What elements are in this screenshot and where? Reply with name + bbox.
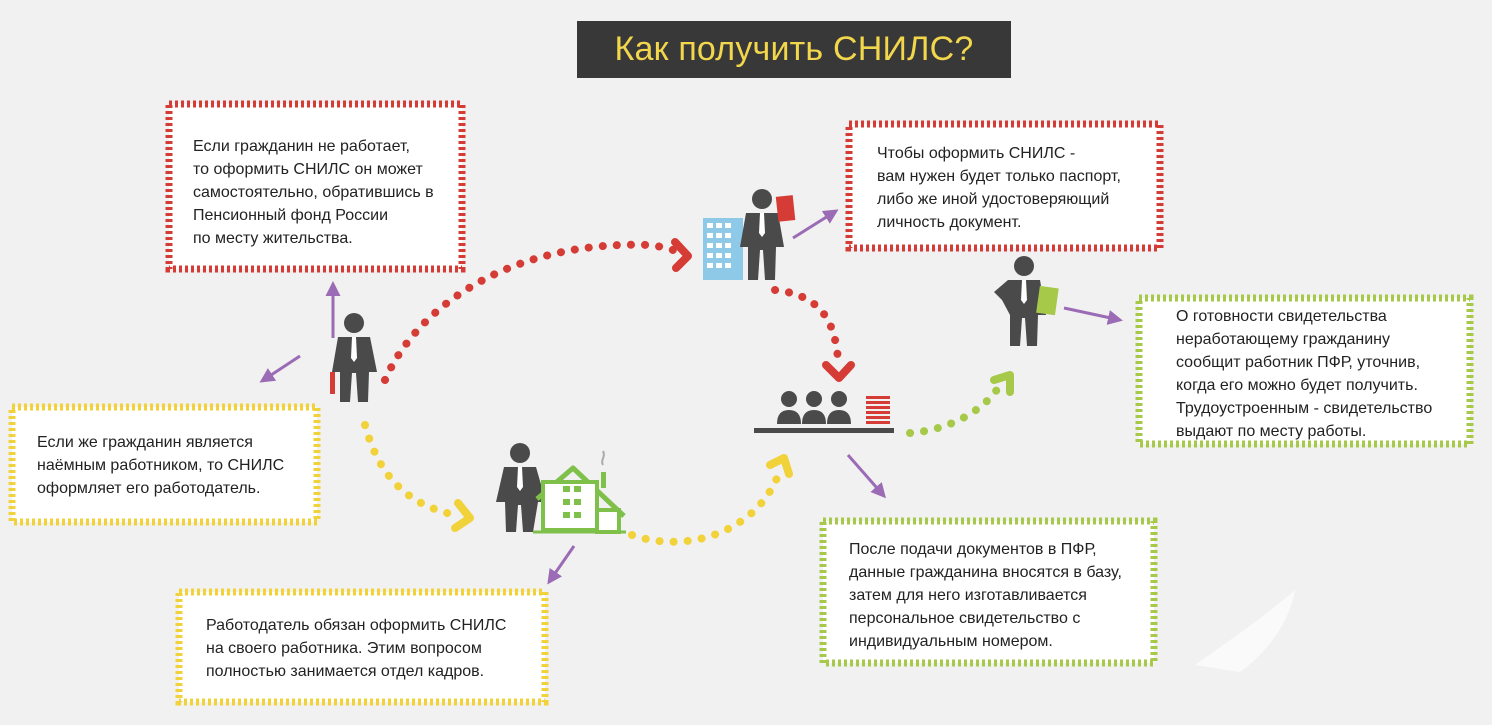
- issued-document-icon: [994, 256, 1059, 346]
- arrow-to-passport-note: [792, 209, 839, 240]
- note-passport: Чтобы оформить СНИЛС - вам нужен будет т…: [877, 145, 1121, 231]
- pfr-office-icon: [703, 189, 796, 280]
- citizen-figure-icon: [330, 313, 377, 402]
- arrow-to-ready-note: [1063, 306, 1123, 325]
- arrow-to-employer-note: [547, 545, 576, 585]
- arrow-to-database-note: [846, 454, 886, 499]
- yellow-path-employer-to-desk: [628, 466, 784, 546]
- note-frame-ready: [1135, 294, 1474, 448]
- note-frame-unemployed: [165, 100, 466, 273]
- background-smudge: [1195, 590, 1295, 672]
- red-arrowhead-1: [671, 238, 692, 272]
- note-frame-employed: [8, 403, 321, 526]
- yellow-arrowhead-1: [451, 499, 474, 532]
- flow-paths: [361, 238, 1014, 546]
- red-path-office-to-desk: [771, 286, 842, 364]
- note-employed: Если же гражданин является наёмным работ…: [37, 434, 285, 497]
- yellow-path-citizen-to-employer: [361, 421, 459, 519]
- yellow-arrowhead-2: [766, 454, 793, 478]
- green-arrowhead: [990, 371, 1014, 396]
- processing-desk-icon: [754, 391, 894, 433]
- green-path-desk-to-issued: [906, 381, 1004, 437]
- red-path-citizen-to-office: [381, 240, 689, 384]
- note-employer: Работодатель обязан оформить СНИЛС на св…: [206, 617, 507, 680]
- note-frame-passport: [845, 120, 1164, 252]
- arrow-to-employed-note: [259, 354, 301, 383]
- employer-house-icon: [496, 443, 626, 534]
- note-frames: [8, 100, 1474, 706]
- note-database: После подачи документов в ПФР, данные гр…: [849, 541, 1122, 650]
- note-frame-database: [819, 517, 1158, 667]
- note-unemployed: Если гражданин не работает, то оформить …: [193, 138, 434, 247]
- page-title: Как получить СНИЛС?: [577, 21, 1011, 78]
- red-arrowhead-2: [822, 361, 855, 382]
- note-frame-employer: [175, 588, 549, 706]
- note-ready: О готовности свидетельства неработающему…: [1176, 308, 1433, 440]
- pointer-arrows: [259, 209, 1123, 585]
